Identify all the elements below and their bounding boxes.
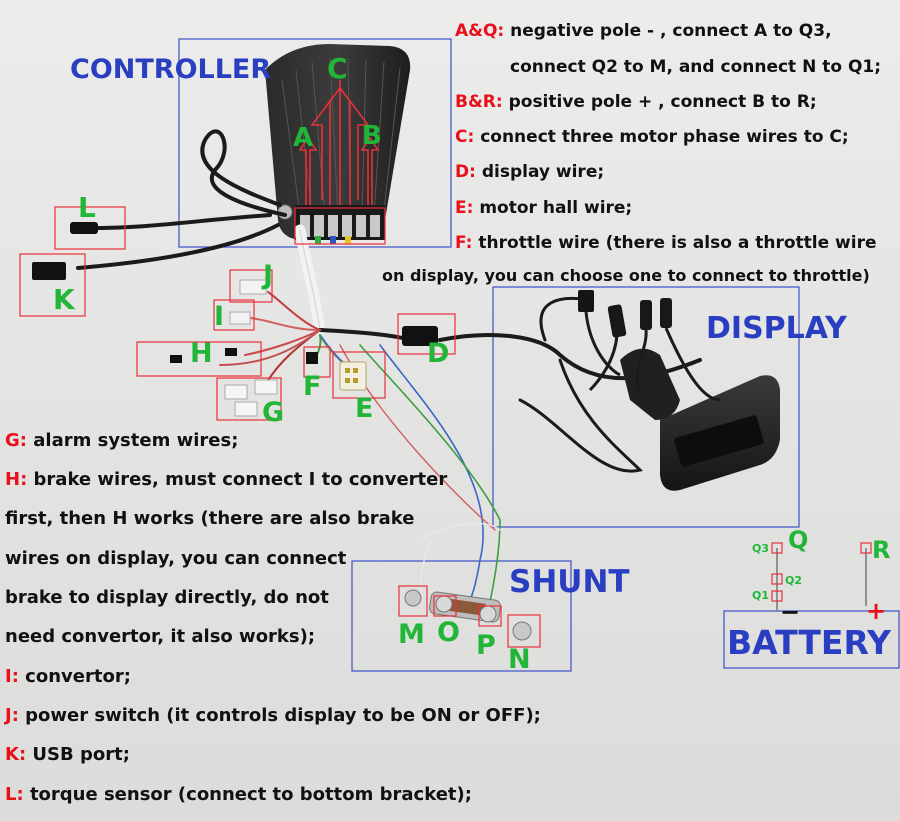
highlight-boxes [19,206,872,648]
label-q2: Q2 [785,574,803,587]
label-a: A [293,123,314,153]
label-f: F [303,371,322,402]
label-k: K [53,283,75,316]
display-unit [578,290,780,491]
connectors [32,222,438,417]
label-l: L [78,191,96,224]
note-top-2: B&R: positive pole + , connect B to R; [455,92,817,112]
label-q: Q [788,526,809,554]
note-bottom-8: K: USB port; [5,744,130,765]
label-g: G [262,397,285,428]
note-bottom-7: J: power switch (it controls display to … [5,705,541,726]
box-q2 [771,573,783,585]
box-p [478,605,502,627]
box-j [229,269,273,303]
box-f [303,346,331,378]
label-c: C [327,52,348,85]
controller-title: CONTROLLER [70,54,272,85]
label-r: R [872,536,891,564]
box-q3 [771,542,783,554]
label-d: D [427,338,450,369]
box-q1 [771,590,783,602]
note-top-0: A&Q: negative pole - , connect A to Q3, [455,21,832,41]
box-e [332,351,386,399]
note-top-5: E: motor hall wire; [455,198,633,218]
note-bottom-4: brake to display directly, do not [5,587,329,608]
label-i: I [214,301,225,332]
label-q1: Q1 [752,589,770,602]
box-i [213,299,255,331]
note-top-7: on display, you can choose one to connec… [382,266,870,285]
label-o: O [437,617,460,648]
shunt-unit [404,589,532,641]
box-n [507,614,541,648]
controller-arrows [298,80,380,205]
note-bottom-6: I: convertor; [5,666,131,687]
label-b: B [362,121,382,151]
note-bottom-2: first, then H works (there are also brak… [5,508,415,529]
note-bottom-9: L: torque sensor (connect to bottom brac… [5,784,472,805]
box-k [19,253,86,317]
label-j: J [263,260,274,291]
note-bottom-3: wires on display, you can connect [5,548,347,569]
controller-box [178,38,452,248]
battery-minus: − [780,598,801,626]
box-h [136,341,262,377]
note-bottom-0: G: alarm system wires; [5,430,239,451]
box-ctrl-terminals [294,207,386,245]
label-n: N [508,644,531,675]
display-title: DISPLAY [706,311,847,346]
label-h: H [190,338,213,369]
box-d [397,313,456,355]
label-q3: Q3 [752,542,770,555]
shunt-title: SHUNT [509,564,630,600]
battery-plus: + [866,597,887,625]
box-o [433,595,457,617]
note-bottom-5: need convertor, it also works); [5,626,316,647]
box-l [54,206,126,250]
note-top-4: D: display wire; [455,162,605,182]
box-m [398,585,428,617]
box-r [860,542,872,554]
box-g [216,377,282,421]
note-top-1: connect Q2 to M, and connect N to Q1; [510,57,882,77]
battery-title: BATTERY [727,623,891,662]
battery-box [723,610,900,669]
note-top-6: F: throttle wire (there is also a thrott… [455,233,877,253]
label-m: M [398,619,425,650]
note-top-3: C: connect three motor phase wires to C; [455,127,849,147]
note-bottom-1: H: brake wires, must connect I to conver… [5,469,448,490]
display-box [492,286,800,528]
label-e: E [355,393,374,424]
label-p: P [476,630,496,661]
shunt-box [351,560,572,672]
